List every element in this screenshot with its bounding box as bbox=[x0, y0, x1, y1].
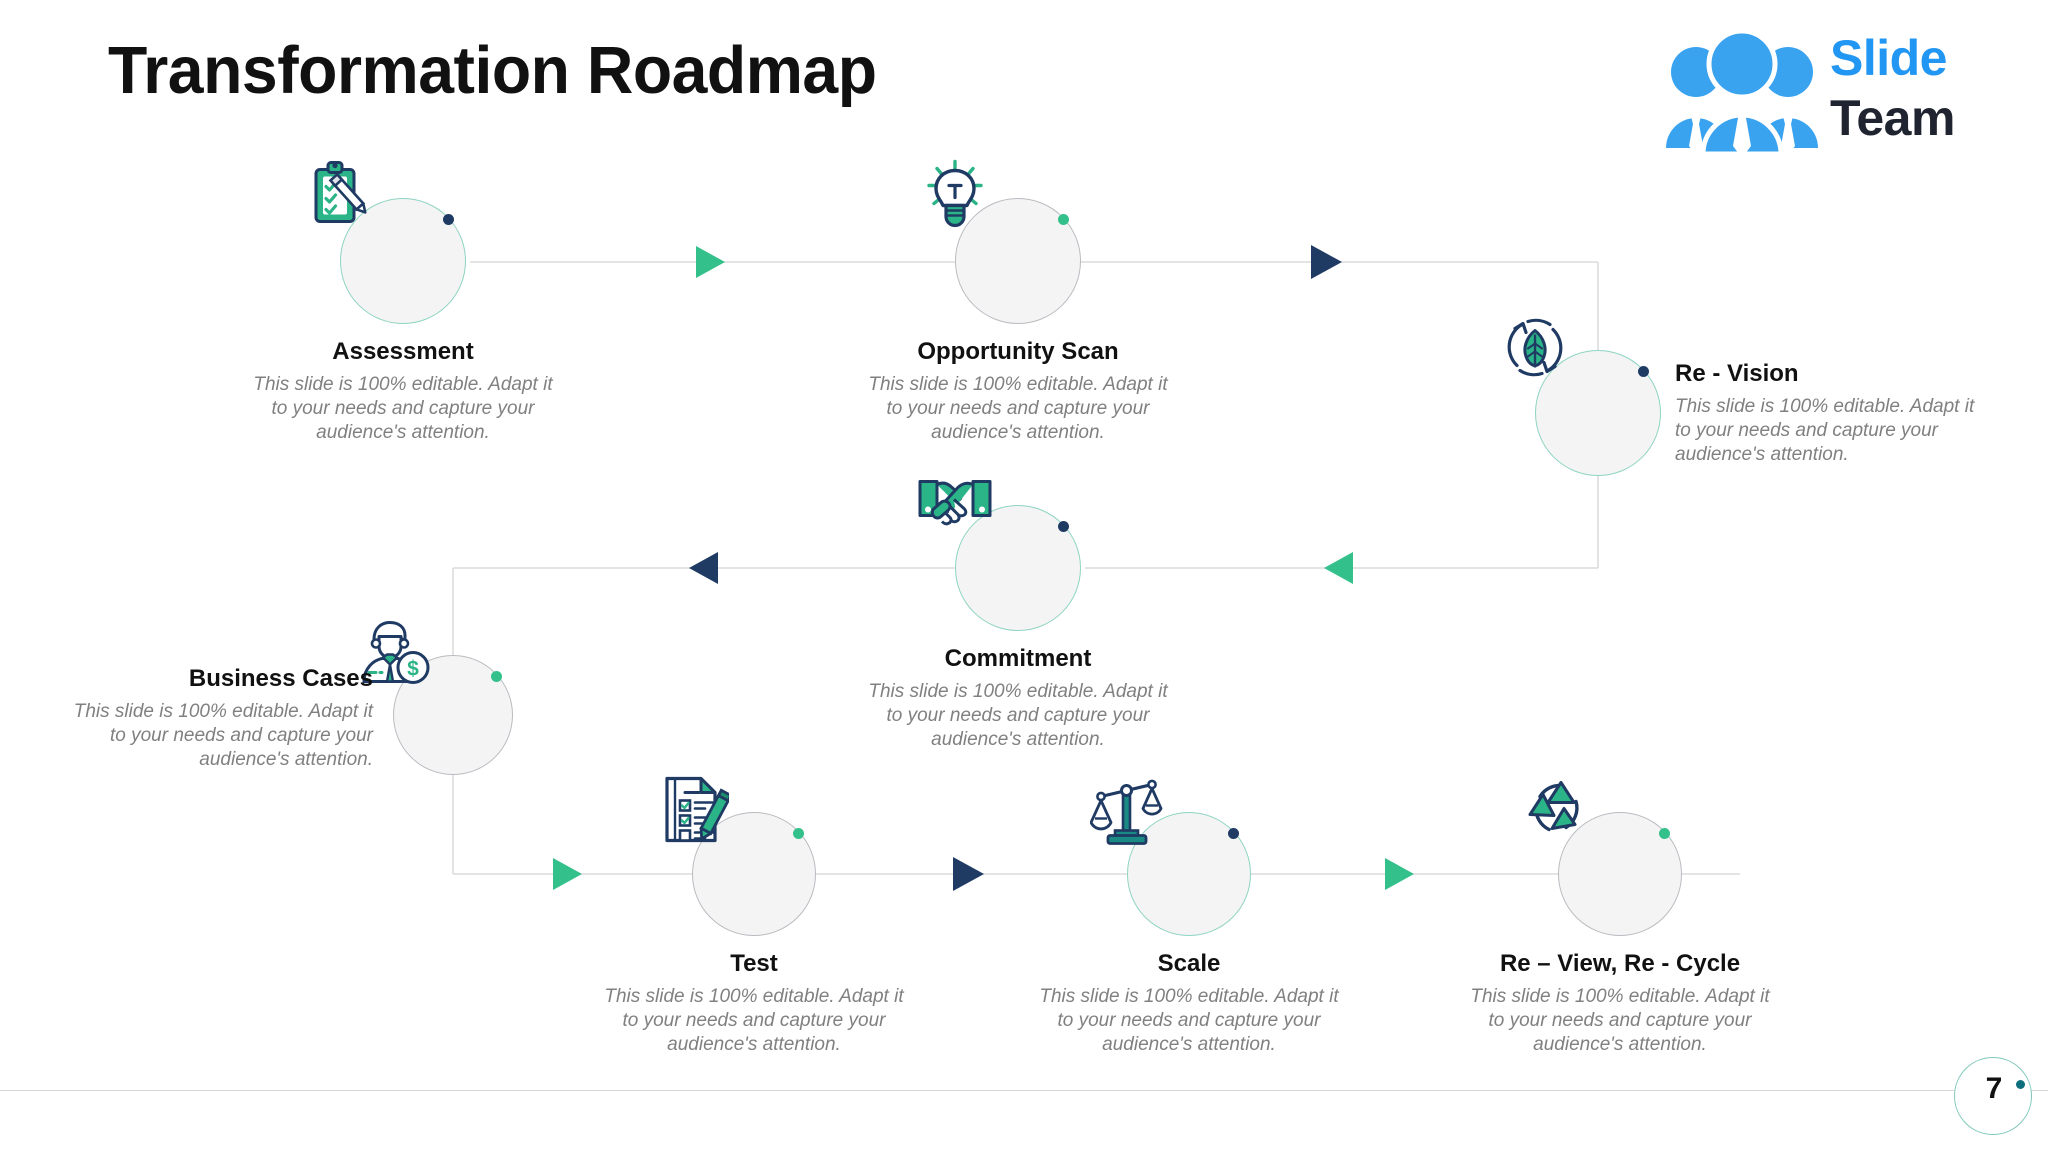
scale-status-dot bbox=[1228, 828, 1239, 839]
slideteam-logo: Slide Team bbox=[1662, 22, 2028, 162]
arrow-revision-to-commitment bbox=[1324, 552, 1353, 584]
arrow-scale-to-recycle bbox=[1385, 858, 1414, 890]
re-vision-description: This slide is 100% editable. Adapt it to… bbox=[1675, 396, 1975, 465]
page-title: Transformation Roadmap bbox=[108, 33, 877, 108]
clipboard-checklist-pencil-icon bbox=[303, 159, 377, 238]
arrow-commitment-to-businesscases bbox=[689, 552, 718, 584]
arrow-assessment-to-opportunity bbox=[696, 246, 725, 278]
business-cases-description: This slide is 100% editable. Adapt it to… bbox=[73, 701, 373, 770]
svg-text:$: $ bbox=[407, 658, 419, 681]
assessment-description: This slide is 100% editable. Adapt it to… bbox=[253, 374, 553, 443]
commitment-label: Commitment bbox=[944, 645, 1092, 672]
assessment-status-dot bbox=[443, 214, 454, 225]
page-badge-dot bbox=[2016, 1080, 2025, 1089]
logo-wordmark: Slide Team bbox=[1830, 28, 2030, 156]
balance-scales-icon bbox=[1089, 773, 1164, 852]
re-view-re-cycle-status-dot bbox=[1659, 828, 1670, 839]
checklist-document-pencil-icon bbox=[655, 773, 733, 852]
test-status-dot bbox=[793, 828, 804, 839]
re-view-re-cycle-description: This slide is 100% editable. Adapt it to… bbox=[1470, 986, 1770, 1055]
business-cases-status-dot bbox=[491, 671, 502, 682]
test-description: This slide is 100% editable. Adapt it to… bbox=[604, 986, 904, 1055]
logo-word-team: Team bbox=[1830, 90, 1955, 146]
arrow-opportunity-to-revision bbox=[1311, 245, 1342, 279]
re-view-re-cycle-label: Re – View, Re - Cycle bbox=[1499, 950, 1741, 977]
arrow-test-to-scale bbox=[953, 857, 984, 891]
recycle-triangles-icon bbox=[1521, 773, 1595, 852]
footer-divider bbox=[0, 1090, 2048, 1091]
logo-word-slide: Slide bbox=[1830, 30, 1947, 86]
re-vision-label: Re - Vision bbox=[1675, 360, 1799, 387]
assessment-label: Assessment bbox=[332, 338, 474, 365]
handshake-icon bbox=[917, 472, 993, 539]
commitment-status-dot bbox=[1058, 521, 1069, 532]
scale-description: This slide is 100% editable. Adapt it to… bbox=[1039, 986, 1339, 1055]
businessman-dollar-icon: $ bbox=[356, 620, 430, 691]
business-cases-label: Business Cases bbox=[188, 665, 373, 692]
page-number: 7 bbox=[1985, 1072, 2003, 1105]
page-number-badge: 7 bbox=[1954, 1057, 2032, 1135]
three-people-icon bbox=[1662, 28, 1822, 158]
scale-label: Scale bbox=[1157, 950, 1221, 977]
lightbulb-idea-icon bbox=[918, 159, 992, 238]
re-vision-status-dot bbox=[1638, 366, 1649, 377]
leaf-recycle-arrows-icon bbox=[1498, 311, 1572, 390]
opportunity-scan-label: Opportunity Scan bbox=[917, 338, 1119, 365]
test-label: Test bbox=[730, 950, 778, 977]
commitment-description: This slide is 100% editable. Adapt it to… bbox=[868, 681, 1168, 750]
arrow-businesscases-to-test bbox=[553, 858, 582, 890]
opportunity-scan-status-dot bbox=[1058, 214, 1069, 225]
opportunity-scan-description: This slide is 100% editable. Adapt it to… bbox=[868, 374, 1168, 443]
